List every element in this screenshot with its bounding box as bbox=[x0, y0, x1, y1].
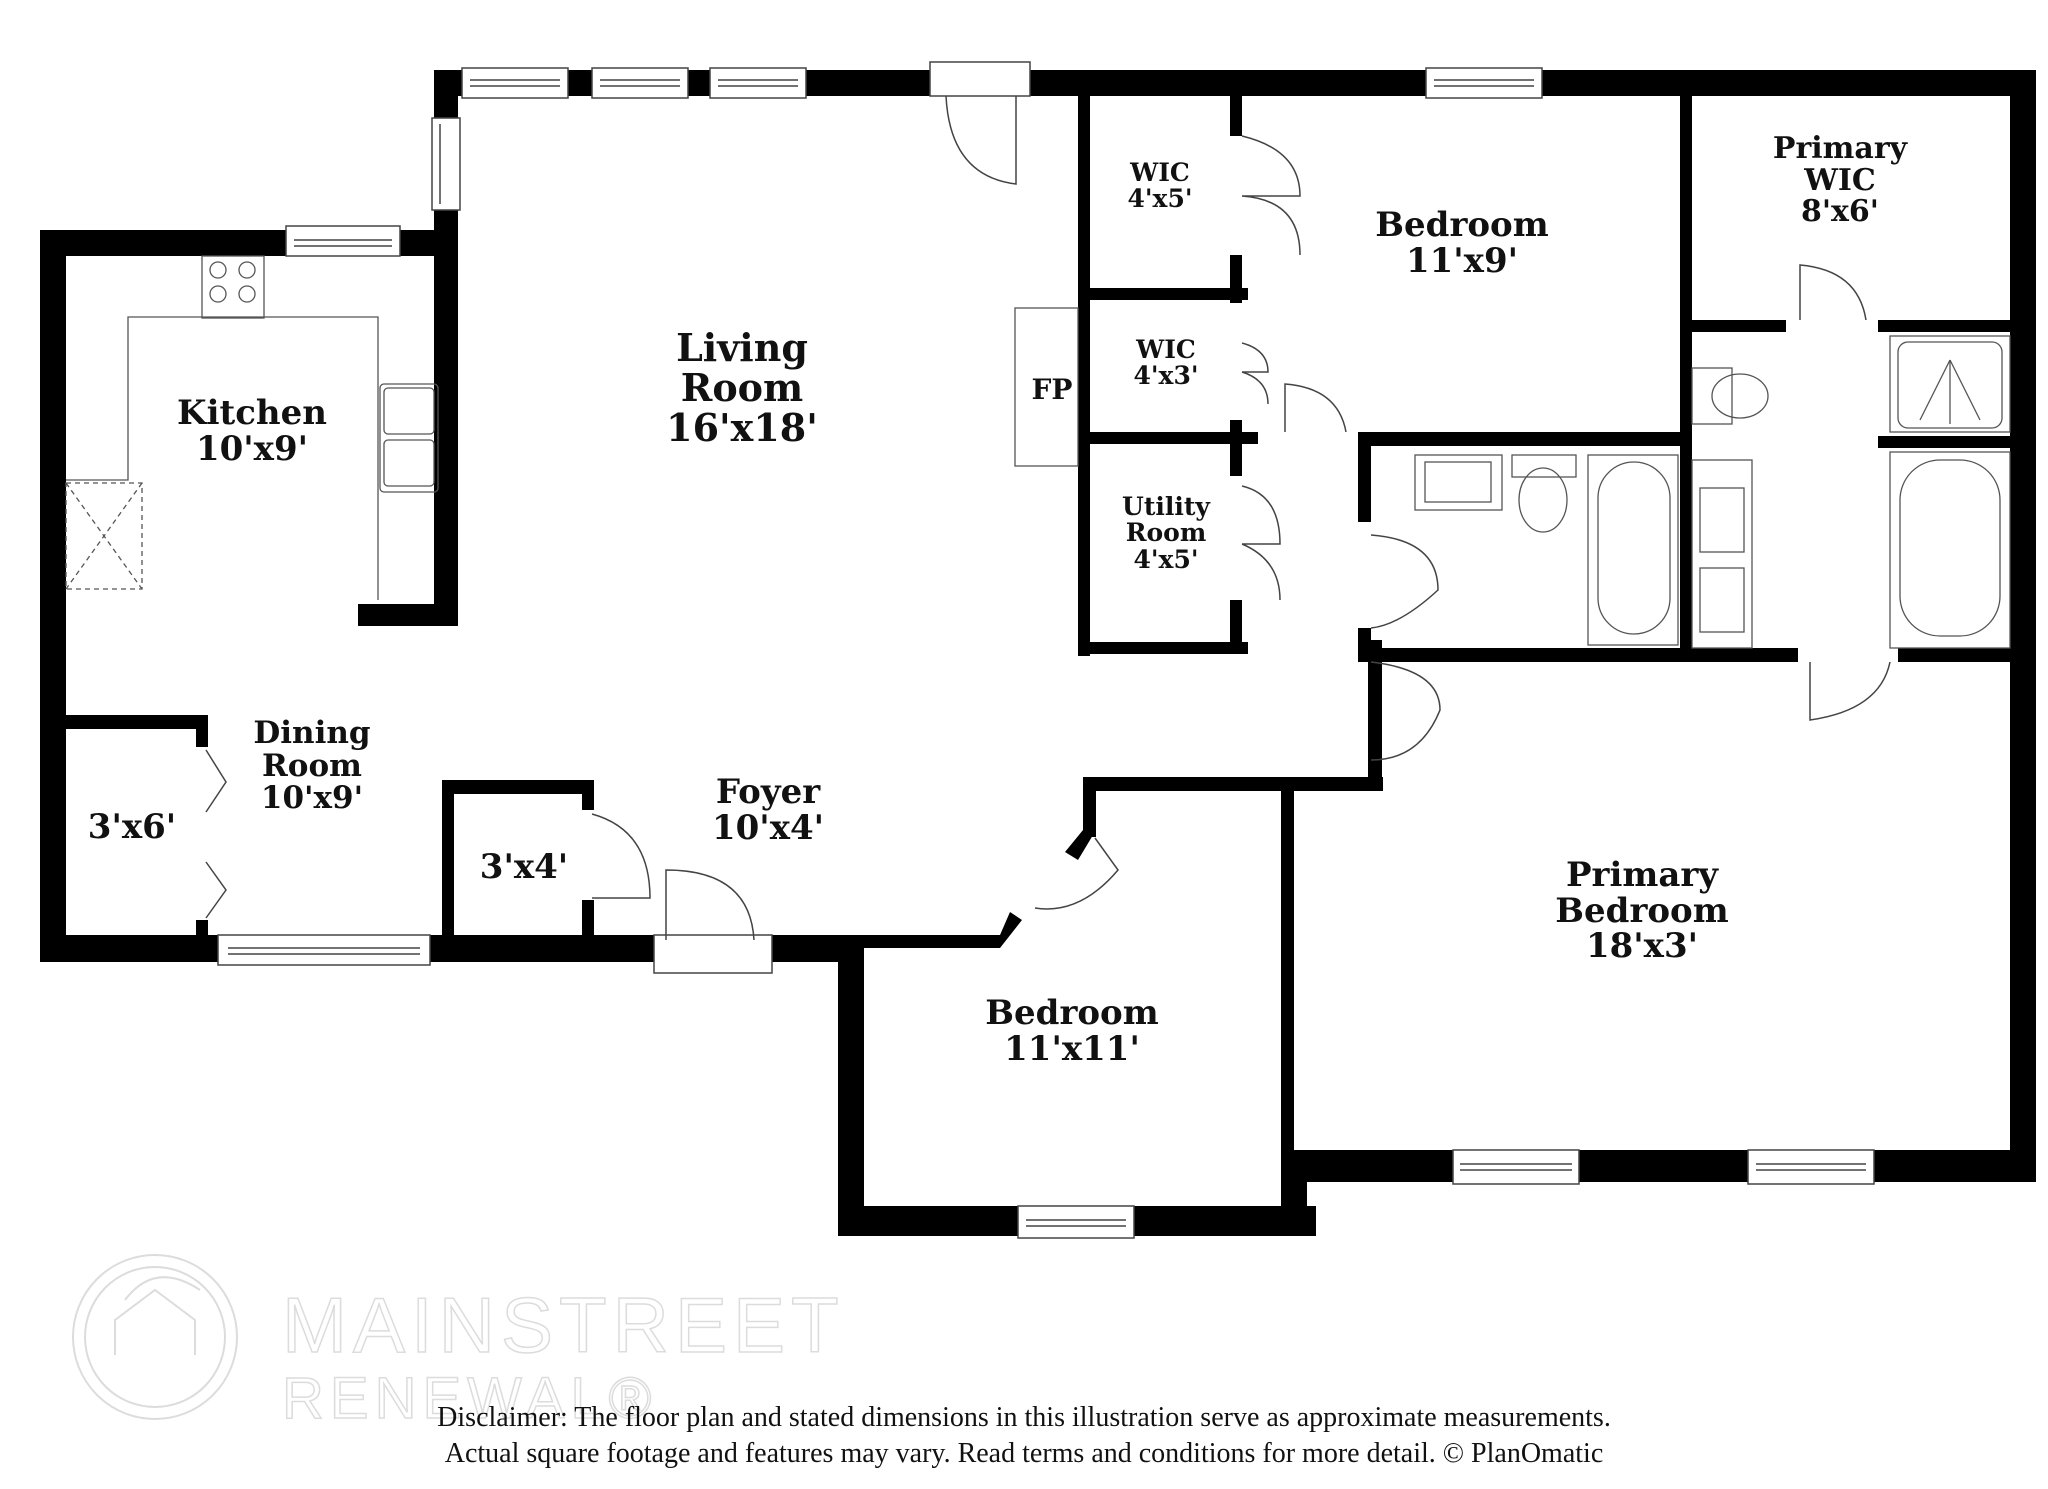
room-label-dining-room: Dining Room 10'x9' bbox=[253, 717, 370, 815]
room-label-wic-1: WIC 4'x5' bbox=[1127, 158, 1193, 214]
kitchen-fixtures bbox=[65, 255, 439, 600]
room-label-wic-2: WIC 4'x3' bbox=[1133, 335, 1199, 391]
windows bbox=[217, 67, 1875, 1239]
room-label-living-room: Living Room 16'x18' bbox=[666, 328, 818, 448]
room-dimensions: 4'x5' bbox=[1127, 184, 1193, 214]
room-dimensions: 8'x6' bbox=[1800, 194, 1879, 229]
watermark-line1: MAINSTREET bbox=[282, 1281, 845, 1369]
room-name: Utility bbox=[1122, 492, 1210, 521]
room-dimensions: 3'x6' bbox=[87, 807, 177, 847]
room-label-foyer-closet: 3'x4' bbox=[479, 847, 569, 887]
disclaimer-line-2: Actual square footage and features may v… bbox=[444, 1438, 1604, 1469]
room-name: Room bbox=[680, 364, 804, 410]
room-label-fireplace: FP bbox=[1031, 373, 1073, 406]
room-dimensions: 18'x3' bbox=[1585, 926, 1699, 967]
room-name: Room bbox=[1125, 518, 1207, 548]
room-name: Foyer bbox=[715, 772, 821, 812]
bath-fixtures bbox=[1414, 335, 2011, 649]
room-name: FP bbox=[1031, 373, 1073, 406]
room-name: Bedroom bbox=[985, 993, 1159, 1033]
room-dimensions: 10'x9' bbox=[195, 428, 309, 469]
room-name: Bedroom bbox=[1375, 205, 1549, 245]
room-name: Kitchen bbox=[177, 393, 327, 433]
room-label-foyer: Foyer 10'x4' bbox=[711, 772, 825, 848]
room-label-dining-closet: 3'x6' bbox=[87, 807, 177, 847]
room-label-primary-bedroom: Primary Bedroom 18'x3' bbox=[1555, 855, 1729, 967]
room-name: Room bbox=[262, 747, 362, 784]
room-dimensions: 10'x4' bbox=[711, 807, 825, 848]
room-label-bedroom-top: Bedroom 11'x9' bbox=[1375, 205, 1549, 281]
room-dimensions: 11'x11' bbox=[1004, 1028, 1140, 1069]
room-name: Living bbox=[676, 325, 808, 370]
room-label-bedroom-bottom: Bedroom 11'x11' bbox=[985, 993, 1159, 1069]
fireplace-icon bbox=[1014, 307, 1079, 467]
room-name: WIC bbox=[1130, 158, 1190, 187]
room-dimensions: 16'x18' bbox=[666, 404, 818, 450]
room-name: Dining bbox=[253, 715, 371, 751]
room-label-primary-wic: Primary WIC 8'x6' bbox=[1773, 133, 1907, 228]
room-dimensions: 4'x5' bbox=[1133, 544, 1199, 574]
room-name: Primary bbox=[1772, 131, 1908, 166]
watermark-line2: RENEWAL® bbox=[282, 1366, 657, 1431]
room-name: Bedroom bbox=[1555, 890, 1729, 931]
watermark-logo-icon bbox=[72, 1254, 238, 1420]
room-dimensions: 11'x9' bbox=[1405, 240, 1519, 281]
disclaimer-line-1: Disclaimer: The floor plan and stated di… bbox=[437, 1402, 1611, 1433]
room-dimensions: 4'x3' bbox=[1133, 361, 1199, 391]
room-label-utility-room: Utility Room 4'x5' bbox=[1122, 492, 1210, 574]
room-dimensions: 3'x4' bbox=[479, 847, 569, 887]
room-dimensions: 10'x9' bbox=[260, 780, 364, 817]
room-name: Primary bbox=[1565, 855, 1719, 895]
room-label-kitchen: Kitchen 10'x9' bbox=[177, 393, 327, 469]
room-name: WIC bbox=[1804, 162, 1876, 198]
doors bbox=[205, 61, 1891, 974]
room-name: WIC bbox=[1136, 335, 1196, 364]
